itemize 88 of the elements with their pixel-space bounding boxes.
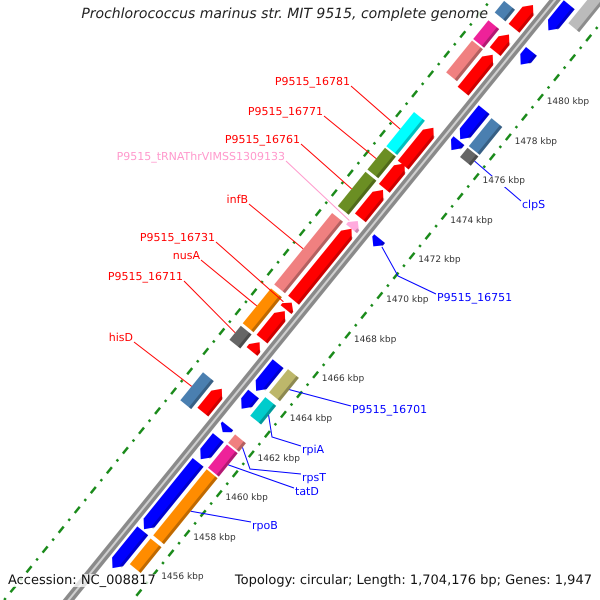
gene-block [269, 369, 299, 402]
gene-label: P9515_16781 [274, 75, 350, 88]
gene-block [568, 0, 600, 32]
gene-block [468, 118, 502, 155]
gene-label: nusA [172, 249, 200, 262]
gene-segment [197, 388, 224, 416]
gene-marker [280, 302, 294, 314]
gene-segment [241, 390, 259, 409]
gene-label: P9515_16771 [248, 105, 323, 118]
gene-segment [460, 105, 490, 140]
gene-segment [220, 422, 234, 432]
gene-segment [246, 342, 262, 356]
scale-label: 1462 kbp [258, 454, 300, 464]
gene-label: P9515_tRNAThrVIMSS1309133 [116, 150, 285, 163]
gene-segment [398, 128, 436, 170]
leader-line [190, 510, 252, 522]
scale-label: 1476 kbp [482, 176, 525, 188]
gene-segment [378, 164, 406, 193]
genome-summary-text: Topology: circular; Length: 1,704,176 bp; Genes: 1,947 [232, 574, 594, 587]
scale-label: 1456 kbp [161, 572, 204, 584]
gene-block [242, 288, 282, 332]
scale-label: 1468 kbp [354, 334, 396, 346]
gene-block [229, 326, 252, 348]
gene-block [228, 434, 246, 452]
gene-block [446, 40, 483, 82]
gene-segment [256, 311, 286, 344]
scale-label: 1480 kbp [546, 96, 590, 108]
leader-line [134, 342, 192, 387]
gene-label: clpS [522, 198, 546, 211]
gene-label: P9515_16701 [352, 403, 428, 416]
gene-segment [458, 54, 494, 96]
gene-label: P9515_16711 [108, 270, 183, 283]
leader-line [286, 160, 350, 221]
leader-line [288, 389, 352, 406]
leader-line [242, 447, 302, 474]
gene-label: P9515_16761 [224, 133, 300, 146]
scale-label: 1478 kbp [514, 136, 557, 148]
gene-block [274, 213, 343, 294]
gene-block [460, 148, 478, 166]
gene-segment [112, 526, 148, 568]
scale-label: 1474 kbp [450, 216, 493, 227]
gene-block [208, 444, 238, 477]
gene-segment [451, 136, 464, 150]
leader-line [248, 204, 304, 250]
gene-block [367, 148, 396, 178]
gene-block [153, 469, 218, 544]
gene-segment [548, 0, 575, 30]
gene-block [386, 112, 425, 155]
leader-line [381, 246, 436, 294]
accession-text: Accession: NC_008817 [6, 574, 158, 587]
gene-block [180, 372, 214, 410]
leader-line [200, 260, 258, 306]
gene-block [250, 397, 276, 424]
gene-segment [144, 458, 204, 530]
gene-segment [354, 190, 385, 222]
scale-label: 1466 kbp [322, 374, 364, 386]
leader-line [350, 86, 401, 130]
leader-line [228, 464, 294, 488]
gene-label: rpoB [252, 519, 278, 532]
gene-label: hisD [108, 331, 133, 344]
leader-line [268, 414, 302, 446]
gene-label: tatD [295, 485, 319, 498]
gene-segment [288, 228, 354, 305]
leader-line [300, 144, 352, 190]
gene-label: rpsT [302, 471, 326, 484]
gene-segment [508, 5, 535, 33]
gene-marker [372, 234, 385, 246]
gene-block [130, 538, 162, 573]
leader-line [324, 116, 377, 160]
scale-label: 1460 kbp [225, 493, 268, 504]
gene-segment [520, 47, 537, 65]
gene-block [338, 172, 376, 215]
gene-block [473, 20, 500, 48]
gene-segment [256, 359, 284, 391]
scale-label: 1464 kbp [290, 414, 332, 425]
gene-label: P9515_16751 [437, 291, 512, 304]
scale-label: 1470 kbp [386, 295, 428, 306]
gene-marker [346, 221, 360, 234]
gene-block [494, 0, 515, 22]
gene-label: infB [226, 193, 248, 206]
leader-line [184, 280, 236, 334]
scale-label: 1458 kbp [193, 532, 236, 544]
map-title: Prochlorococcus marinus str. MIT 9515, complete genome [81, 8, 488, 21]
gene-segment [490, 34, 511, 56]
scale-label: 1472 kbp [418, 255, 461, 266]
gene-segment [200, 433, 224, 460]
gene-label: rpiA [302, 443, 324, 456]
gene-label: P9515_16731 [140, 231, 215, 244]
